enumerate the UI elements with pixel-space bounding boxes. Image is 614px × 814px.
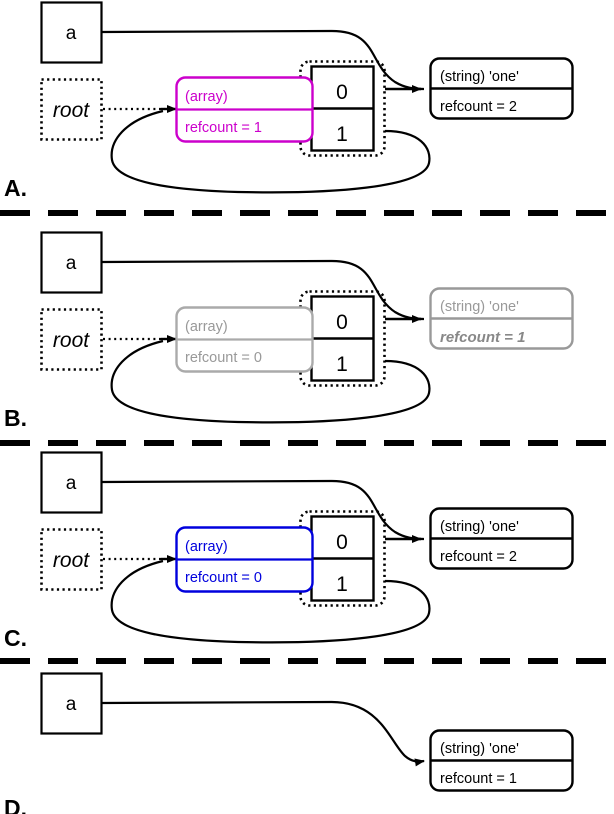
panel-B: a root 0 1 (array) refcount = 0 (string)… [4,231,574,431]
variable-box-a: a [40,231,103,294]
variable-label: a [66,23,77,44]
array-type-label: (array) [185,539,228,555]
index-0-label: 0 [336,311,348,334]
index-box: 0 1 [299,60,386,157]
panel-A: a root 0 1 (array) refcount = 1 [4,1,574,201]
string-type-label: (string) 'one' [440,69,519,85]
string-type-label: (string) 'one' [440,741,519,757]
variable-label: a [66,473,77,494]
string-type-label: (string) 'one' [440,519,519,535]
root-box: root [40,78,103,141]
root-label: root [53,329,90,352]
string-zval-box: (string) 'one' refcount = 1 [429,287,574,350]
string-refcount-label: refcount = 2 [440,99,517,115]
array-zval-box: (array) refcount = 0 [175,526,314,593]
index-1-label: 1 [336,573,348,596]
root-label: root [53,99,90,122]
variable-box-a: a [40,1,103,64]
array-type-label: (array) [185,89,228,105]
index1-to-array-edge [110,109,431,194]
index-box: 0 1 [299,510,386,607]
variable-box-a: a [40,451,103,514]
panel-label-a: A. [4,175,27,201]
index-box: 0 1 [299,290,386,387]
panel-label-d: D. [4,795,27,814]
root-box: root [40,528,103,591]
index1-to-array-edge [110,559,431,644]
panel-D: a (string) 'one' refcount = 1 D. [4,672,574,814]
a-to-string-edge [101,700,425,767]
root-box: root [40,308,103,371]
index1-to-array-edge [110,339,431,424]
array-zval-box: (array) refcount = 1 [175,76,314,143]
string-zval-box: (string) 'one' refcount = 1 [429,729,574,792]
panel-label-b: B. [4,405,27,431]
string-zval-box: (string) 'one' refcount = 2 [429,57,574,120]
index-1-label: 1 [336,353,348,376]
string-type-label: (string) 'one' [440,299,519,315]
panel-label-c: C. [4,625,27,651]
variable-box-a: a [40,672,103,735]
array-type-label: (array) [185,319,228,335]
array-zval-box: (array) refcount = 0 [175,306,314,373]
panel-C: a root 0 1 (array) refcount = 0 (string)… [4,451,574,651]
root-label: root [53,549,90,572]
variable-label: a [66,253,77,274]
index-1-label: 1 [336,123,348,146]
index-0-label: 0 [336,81,348,104]
array-refcount-label: refcount = 1 [185,120,262,136]
array-refcount-label: refcount = 0 [185,350,262,366]
string-zval-box: (string) 'one' refcount = 2 [429,507,574,570]
index-0-label: 0 [336,531,348,554]
variable-label: a [66,694,77,715]
string-refcount-label: refcount = 1 [440,771,517,787]
array-refcount-label: refcount = 0 [185,570,262,586]
string-refcount-label: refcount = 1 [440,329,525,346]
string-refcount-label: refcount = 2 [440,549,517,565]
